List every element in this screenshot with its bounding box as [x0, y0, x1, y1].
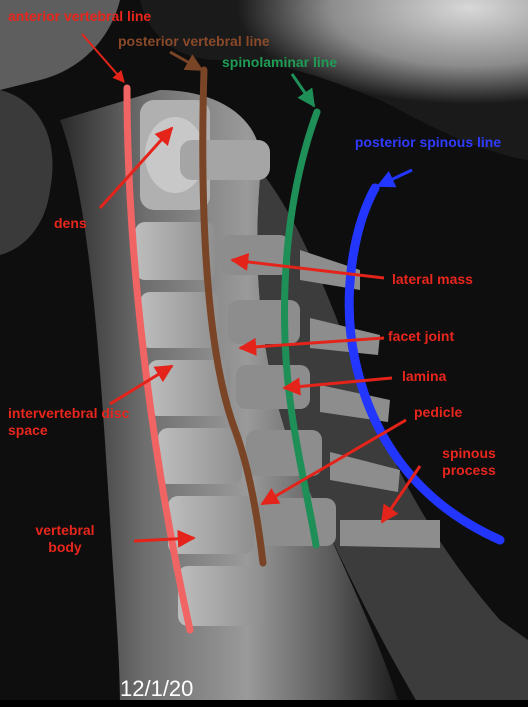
label-posterior-vertebral-line: posterior vertebral line	[118, 33, 270, 50]
label-vertebral-body: vertebral body	[28, 522, 102, 556]
label-pedicle: pedicle	[414, 404, 462, 421]
label-intervertebral-disc-space: intervertebral disc space	[8, 405, 148, 439]
label-lamina: lamina	[402, 368, 446, 385]
label-facet-joint: facet joint	[388, 328, 454, 345]
label-anterior-vertebral-line: anterior vertebral line	[8, 8, 151, 25]
label-posterior-spinous-line: posterior spinous line	[338, 134, 518, 151]
footer-bar	[0, 700, 528, 707]
label-lateral-mass: lateral mass	[392, 271, 473, 288]
label-spinolaminar-line: spinolaminar line	[222, 54, 337, 71]
label-spinous-process: spinous process	[426, 445, 512, 479]
label-dens: dens	[54, 215, 87, 232]
footer-date: 12/1/20	[120, 676, 205, 702]
